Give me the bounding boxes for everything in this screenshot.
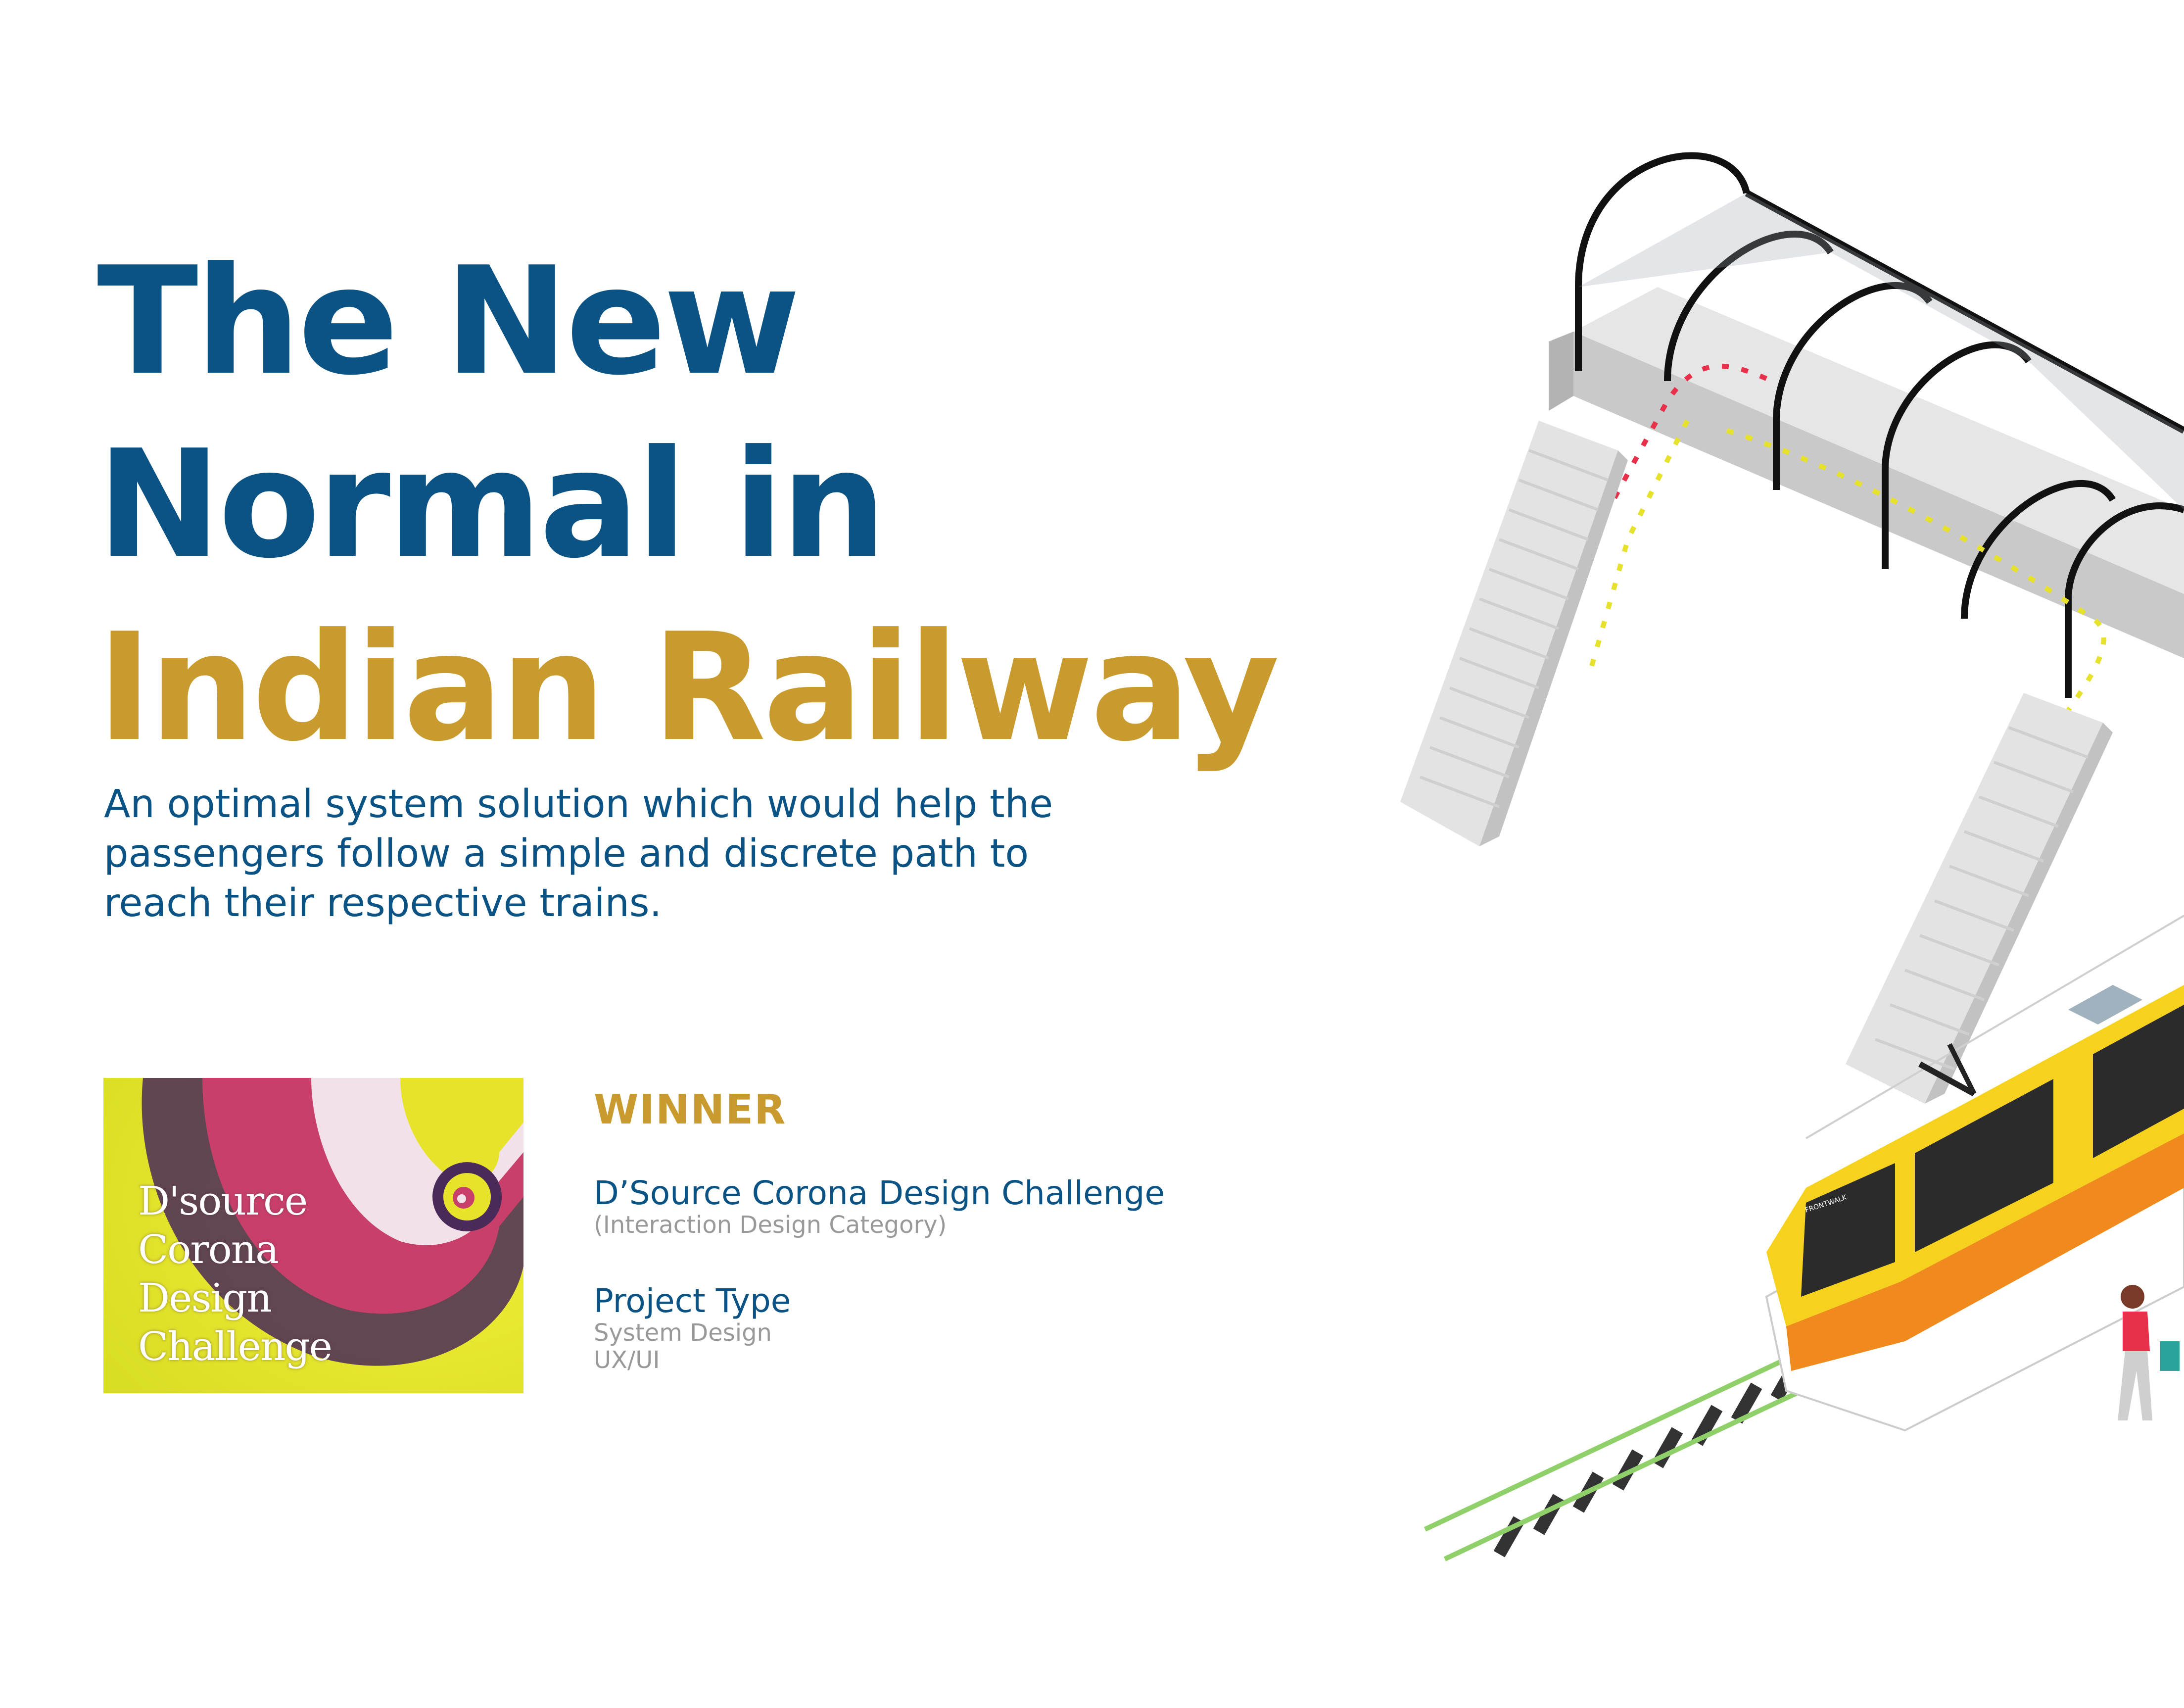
badge-title: D'source Corona Design Challenge (138, 1177, 514, 1371)
challenge-name: D’Source Corona Design Challenge (594, 1174, 1165, 1212)
title-line-3: Indian Railway (97, 601, 1280, 774)
subtitle: An optimal system solution which would h… (104, 780, 1242, 928)
footbridge (1549, 152, 2184, 981)
challenge-category: (Interaction Design Category) (594, 1211, 947, 1239)
badge-line-1: D'source (138, 1178, 308, 1224)
project-type-label: Project Type (594, 1282, 791, 1320)
right-staircase (1846, 693, 2113, 1104)
challenge-badge-image: D'source Corona Design Challenge (103, 1078, 523, 1393)
title-line-1: The New (97, 235, 801, 408)
badge-line-4: Challenge (138, 1323, 332, 1369)
canopy-arches (1575, 152, 2184, 698)
subtitle-line-1: An optimal system solution which would h… (104, 782, 1053, 827)
left-staircase (1400, 421, 1628, 846)
project-type-ux-ui: UX/UI (594, 1346, 660, 1374)
railway-illustration: FRONTWALK (1400, 152, 2184, 1562)
subtitle-line-3: reach their respective trains. (104, 881, 662, 926)
winner-label: WINNER (594, 1086, 787, 1133)
badge-line-3: Design (138, 1275, 272, 1321)
subtitle-line-2: passengers follow a simple and discrete … (104, 831, 1029, 876)
spiral-artwork (103, 1078, 523, 1393)
red-route-marks (1556, 363, 1768, 644)
title-line-2: Normal in (97, 418, 887, 591)
project-type-system-design: System Design (594, 1319, 772, 1347)
badge-line-2: Corona (138, 1226, 279, 1272)
passenger-figure (2118, 1285, 2180, 1420)
tram-train: FRONTWALK (1765, 985, 2184, 1432)
